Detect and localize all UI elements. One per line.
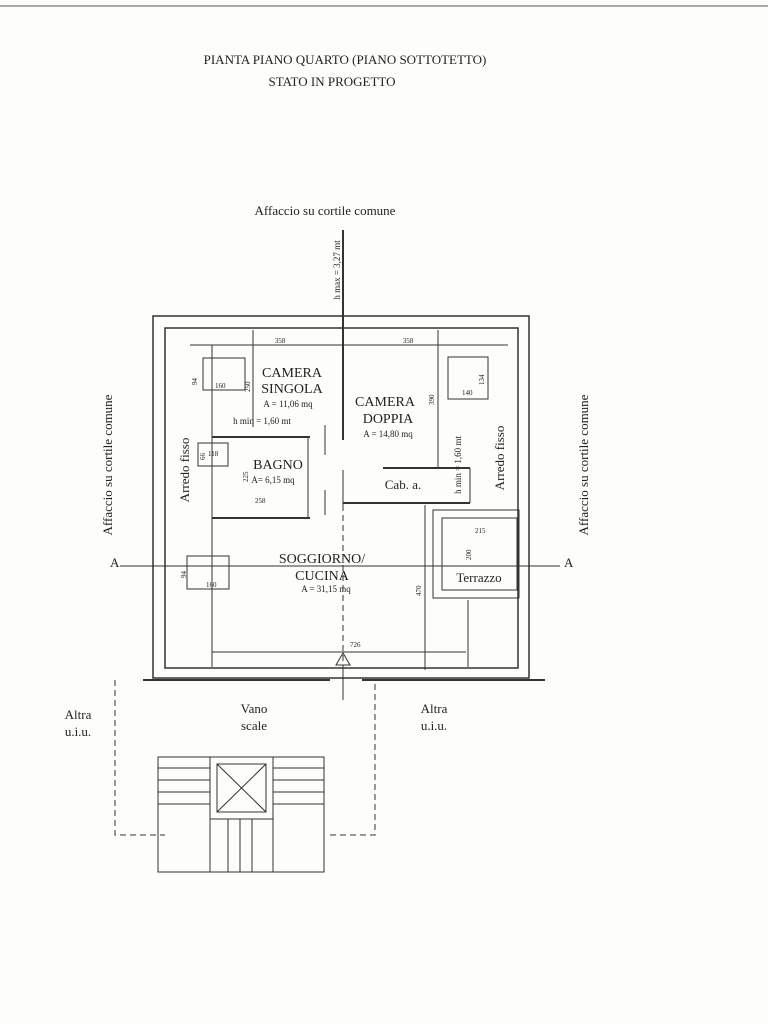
dim: 200 bbox=[465, 549, 473, 560]
area-camera-singola: A = 11,06 mq bbox=[263, 399, 313, 409]
altra-uiu-right: Altra bbox=[421, 701, 448, 716]
title-line1: PIANTA PIANO QUARTO (PIANO SOTTOTETTO) bbox=[204, 52, 487, 67]
dim: 140 bbox=[462, 389, 473, 397]
stairwell bbox=[114, 680, 376, 873]
dim: 160 bbox=[206, 581, 217, 589]
section-label-right: A bbox=[564, 555, 574, 570]
dim: 225 bbox=[242, 471, 250, 482]
dim: 726 bbox=[350, 641, 361, 649]
dim: 215 bbox=[475, 527, 486, 535]
dim: 258 bbox=[255, 497, 266, 505]
area-camera-doppia: A = 14,80 mq bbox=[363, 429, 413, 439]
dim: 160 bbox=[215, 382, 226, 390]
dim: 118 bbox=[208, 450, 219, 458]
room-soggiorno: CUCINA bbox=[295, 569, 350, 584]
dim: 470 bbox=[415, 585, 423, 596]
room-camera-doppia: CAMERA bbox=[355, 395, 416, 410]
affaccio-left: Affaccio su cortile comune bbox=[100, 394, 115, 535]
altra-uiu-right: u.i.u. bbox=[421, 718, 447, 733]
room-soggiorno: SOGGIORNO/ bbox=[279, 552, 365, 567]
arredo-fisso-right: Arredo fisso bbox=[492, 426, 507, 491]
dim: 134 bbox=[478, 374, 486, 385]
affaccio-right: Affaccio su cortile comune bbox=[576, 394, 591, 535]
dim: 94 bbox=[191, 378, 199, 386]
dim: 94 bbox=[180, 571, 188, 579]
hmin-camera-singola: h min = 1,60 mt bbox=[233, 416, 291, 426]
room-camera-doppia: DOPPIA bbox=[363, 412, 414, 427]
affaccio-top: Affaccio su cortile comune bbox=[255, 203, 396, 218]
arredo-fisso-left: Arredo fisso bbox=[177, 438, 192, 503]
dim: 66 bbox=[199, 453, 207, 461]
title-line2: STATO IN PROGETTO bbox=[268, 74, 395, 89]
altra-uiu-left: Altra bbox=[65, 707, 92, 722]
room-camera-singola: SINGOLA bbox=[261, 382, 323, 397]
section-label-left: A bbox=[110, 555, 120, 570]
dim: 390 bbox=[428, 394, 436, 405]
room-camera-singola: CAMERA bbox=[262, 366, 323, 381]
room-cabina: Cab. a. bbox=[385, 477, 421, 492]
dim: 358 bbox=[275, 337, 286, 345]
h-max-label: h max = 3,27 mt bbox=[332, 240, 342, 300]
room-bagno: BAGNO bbox=[253, 458, 303, 473]
dim: 250 bbox=[244, 381, 252, 392]
walls bbox=[143, 315, 545, 700]
area-bagno: A= 6,15 mq bbox=[251, 475, 295, 485]
altra-uiu-left: u.i.u. bbox=[65, 724, 91, 739]
hmin-camera-doppia: h min = 1,60 mt bbox=[453, 436, 463, 494]
area-soggiorno: A = 31,15 mq bbox=[301, 584, 351, 594]
room-terrazzo: Terrazzo bbox=[456, 570, 501, 585]
furniture bbox=[186, 344, 508, 653]
vano-scale: scale bbox=[241, 718, 267, 733]
section-line: A A bbox=[110, 555, 574, 570]
vano-scale: Vano bbox=[241, 701, 268, 716]
dim: 358 bbox=[403, 337, 414, 345]
